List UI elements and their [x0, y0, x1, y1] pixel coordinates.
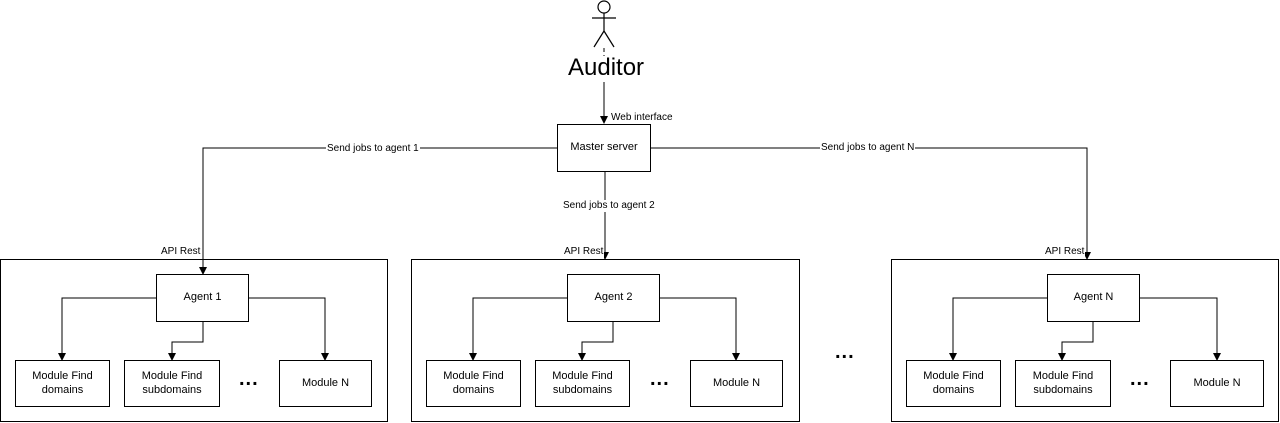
master-server-box: Master server: [557, 124, 651, 172]
module-label: Module Find subdomains: [141, 369, 203, 396]
api-rest-label-2: API Rest: [563, 246, 605, 258]
modules-ellipsis-2: ...: [650, 368, 670, 390]
module-label: Module Find subdomains: [552, 369, 613, 396]
send-jobs-agent1-label: Send jobs to agent 1: [326, 143, 420, 155]
send-jobs-agentN-label: Send jobs to agent N: [820, 142, 916, 154]
modules-ellipsis-n: ...: [1130, 368, 1150, 390]
module-find-domains-1: Module Find domains: [15, 360, 110, 407]
groups-ellipsis: ...: [835, 341, 855, 363]
module-label: Module Find domains: [32, 369, 93, 396]
agent-group-1: [0, 259, 388, 422]
master-to-agentN-arrow: [651, 147, 1091, 260]
master-server-label: Master server: [570, 141, 638, 154]
agent-2-label: Agent 2: [594, 291, 633, 304]
agent-1-label: Agent 1: [183, 291, 222, 304]
module-label: Module Find domains: [923, 369, 984, 396]
module-label: Module N: [1193, 376, 1241, 389]
agent1-to-module1-arrow: [58, 297, 156, 361]
module-n-1: Module N: [279, 360, 372, 407]
send-jobs-agent2-label: Send jobs to agent 2: [562, 200, 656, 212]
agent1-to-module2-arrow: [168, 322, 204, 361]
agent1-to-moduleN-arrow: [248, 297, 329, 361]
agent-n-box: Agent N: [1047, 274, 1140, 322]
actor-stick-figure-icon: [592, 0, 616, 48]
module-label: Module N: [301, 376, 350, 389]
module-label: Module N: [712, 376, 761, 389]
api-rest-label-n: API Rest: [1044, 246, 1086, 258]
agent-group-2: [411, 259, 800, 422]
agent2-to-module2-arrow: [578, 322, 614, 361]
module-label: Module Find domains: [443, 369, 504, 396]
master-to-agent1-arrow: [199, 147, 557, 275]
agentN-to-module1-arrow: [949, 297, 1047, 361]
agentN-to-module2-arrow: [1058, 322, 1094, 361]
api-rest-label-1: API Rest: [160, 246, 202, 258]
module-n-n: Module N: [1170, 360, 1264, 407]
agent2-to-module1-arrow: [469, 297, 567, 361]
module-find-domains-2: Module Find domains: [426, 360, 521, 407]
module-find-domains-n: Module Find domains: [906, 360, 1001, 407]
module-find-subdomains-2: Module Find subdomains: [535, 360, 630, 407]
web-interface-label: Web interface: [610, 112, 674, 124]
modules-ellipsis-1: ...: [239, 368, 259, 390]
agent2-to-moduleN-arrow: [659, 297, 740, 361]
agent-n-label: Agent N: [1073, 291, 1114, 304]
module-find-subdomains-n: Module Find subdomains: [1015, 360, 1111, 407]
agent-1-box: Agent 1: [156, 274, 249, 322]
actor-label: Auditor: [568, 54, 645, 81]
agent-group-n: [891, 259, 1279, 422]
module-find-subdomains-1: Module Find subdomains: [124, 360, 220, 407]
agent-2-box: Agent 2: [567, 274, 660, 322]
agentN-to-moduleN-arrow: [1139, 297, 1221, 361]
module-label: Module Find subdomains: [1032, 369, 1094, 396]
module-n-2: Module N: [690, 360, 783, 407]
